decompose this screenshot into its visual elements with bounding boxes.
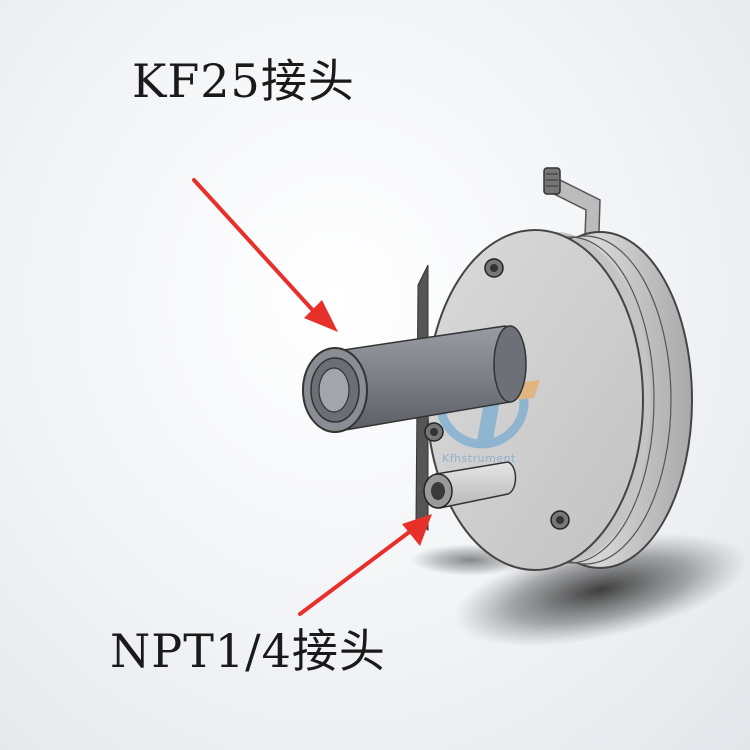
arrow-npt (298, 514, 432, 616)
bolt-middle (424, 422, 444, 442)
kf25-fitting (302, 325, 527, 433)
watermark-text: Kfhstrument (442, 452, 516, 465)
label-npt: NPT1/4接头 (110, 624, 386, 678)
label-kf25: KF25接头 (132, 54, 355, 108)
bolt-bottom (550, 510, 570, 530)
npt-fitting (423, 461, 517, 509)
arrow-kf25 (192, 178, 338, 332)
bolt-top (484, 258, 504, 278)
